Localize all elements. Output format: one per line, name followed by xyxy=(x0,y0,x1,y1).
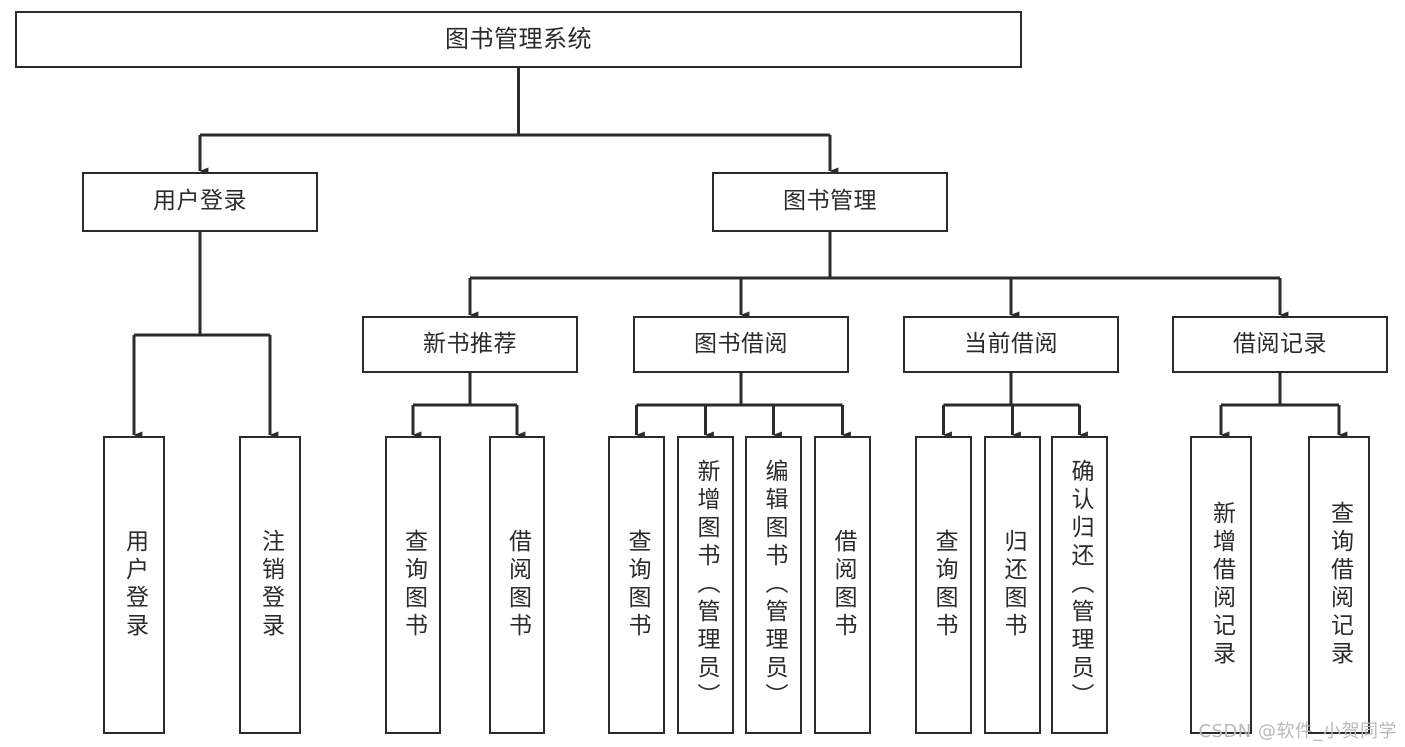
node-label: 归还图书 xyxy=(1000,529,1026,641)
node-label: 借阅记录 xyxy=(1233,330,1327,357)
node-leaf-1[interactable]: 用户登录 xyxy=(103,436,165,734)
node-leaf-7[interactable]: 编辑图书（管理员） xyxy=(745,436,802,734)
node-leaf-8[interactable]: 借阅图书 xyxy=(814,436,871,734)
node-leaf-4[interactable]: 借阅图书 xyxy=(489,436,545,734)
root-node[interactable]: 图书管理系统 xyxy=(15,11,1022,68)
node-leaf-13[interactable]: 查询借阅记录 xyxy=(1308,436,1370,734)
node-leaf-10[interactable]: 归还图书 xyxy=(984,436,1041,734)
node-label: 新增图书（管理员） xyxy=(693,459,719,711)
node-label: 当前借阅 xyxy=(964,330,1058,357)
node-label: 借阅图书 xyxy=(504,529,531,641)
node-label: 图书管理系统 xyxy=(445,25,592,54)
node-label: 用户登录 xyxy=(121,529,148,641)
node-label: 图书借阅 xyxy=(694,330,788,357)
node-label: 查询借阅记录 xyxy=(1326,501,1353,669)
node-label: 借阅图书 xyxy=(830,529,856,641)
node-borrow[interactable]: 图书借阅 xyxy=(633,316,849,373)
node-label: 新增借阅记录 xyxy=(1208,501,1235,669)
node-label: 查询图书 xyxy=(624,529,650,641)
node-records[interactable]: 借阅记录 xyxy=(1172,316,1388,373)
node-label: 图书管理 xyxy=(783,188,877,215)
node-login[interactable]: 用户登录 xyxy=(82,172,318,232)
node-label: 编辑图书（管理员） xyxy=(761,459,787,711)
node-newbook[interactable]: 新书推荐 xyxy=(362,316,578,373)
node-label: 新书推荐 xyxy=(423,330,517,357)
node-label: 用户登录 xyxy=(153,188,247,215)
node-leaf-2[interactable]: 注销登录 xyxy=(239,436,301,734)
node-label: 注销登录 xyxy=(257,529,284,641)
node-leaf-12[interactable]: 新增借阅记录 xyxy=(1190,436,1252,734)
node-leaf-9[interactable]: 查询图书 xyxy=(915,436,972,734)
node-leaf-6[interactable]: 新增图书（管理员） xyxy=(677,436,734,734)
node-label: 查询图书 xyxy=(400,529,427,641)
node-leaf-3[interactable]: 查询图书 xyxy=(385,436,441,734)
node-bookmgmt[interactable]: 图书管理 xyxy=(712,172,948,232)
node-label: 确认归还（管理员） xyxy=(1067,459,1093,711)
node-current[interactable]: 当前借阅 xyxy=(903,316,1119,373)
node-label: 查询图书 xyxy=(931,529,957,641)
watermark-text: CSDN @软件_小贺同学 xyxy=(1198,721,1397,742)
node-leaf-5[interactable]: 查询图书 xyxy=(608,436,665,734)
node-leaf-11[interactable]: 确认归还（管理员） xyxy=(1051,436,1108,734)
